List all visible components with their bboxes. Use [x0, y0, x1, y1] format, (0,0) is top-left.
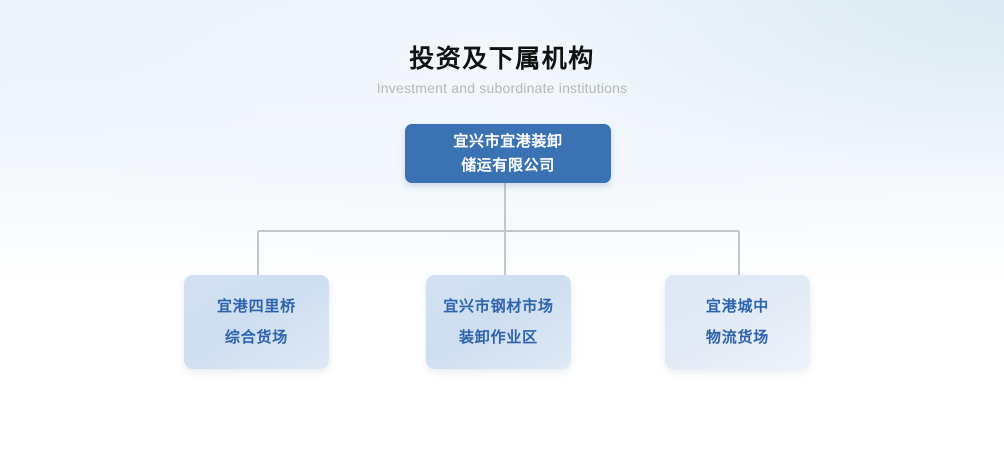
page-title: 投资及下属机构: [409, 45, 595, 73]
org-node-child-3[interactable]: 宜港城中 物流货场: [665, 275, 810, 369]
org-node-child-1-line-2: 综合货场: [224, 329, 289, 346]
org-node-child-3-line-1: 宜港城中: [705, 298, 770, 315]
org-node-child-3-line-2: 物流货场: [705, 329, 770, 346]
org-node-child-2[interactable]: 宜兴市钢材市场 装卸作业区: [426, 275, 571, 369]
org-node-root-line-1: 宜兴市宜港装卸: [453, 132, 563, 150]
org-node-root-line-2: 储运有限公司: [461, 156, 555, 174]
page-header: 投资及下属机构 Investment and subordinate insti…: [0, 44, 1004, 97]
org-node-child-1[interactable]: 宜港四里桥 综合货场: [184, 275, 329, 369]
org-node-child-1-line-1: 宜港四里桥: [216, 298, 296, 315]
org-node-root[interactable]: 宜兴市宜港装卸 储运有限公司: [405, 124, 611, 183]
org-node-child-2-line-1: 宜兴市钢材市场: [443, 298, 554, 315]
org-node-child-2-line-2: 装卸作业区: [458, 329, 538, 346]
page-subtitle: Investment and subordinate institutions: [376, 80, 628, 96]
